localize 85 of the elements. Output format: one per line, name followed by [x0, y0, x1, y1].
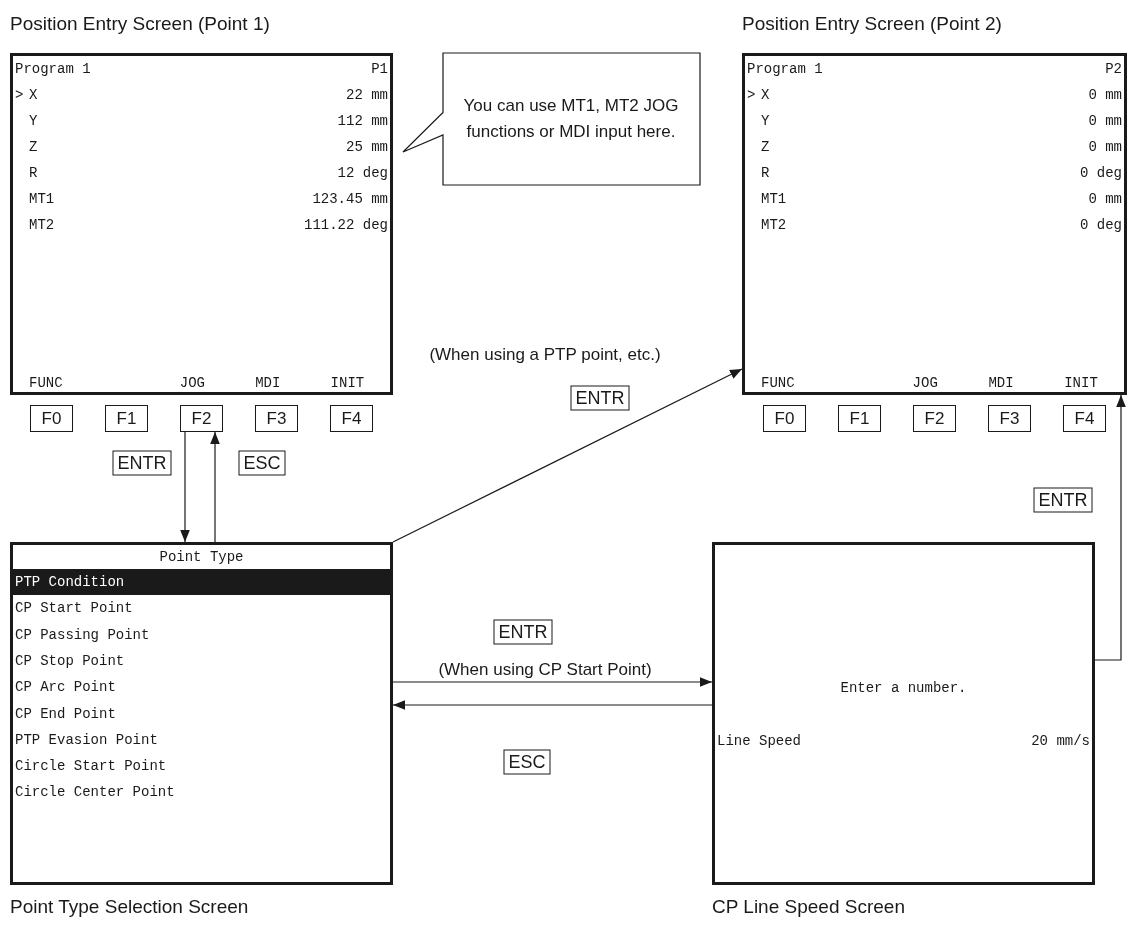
key-label: ENTR — [1033, 487, 1093, 513]
screen-text: 0 mm — [1088, 190, 1122, 208]
screen-text: 0 deg — [1080, 216, 1122, 234]
screen-text: 111.22 deg — [304, 216, 388, 234]
key-label: ENTR — [570, 385, 630, 411]
screen-text: Y — [761, 112, 770, 130]
screen-text: Y — [29, 112, 38, 130]
screen-text: MDI — [255, 374, 281, 392]
screen-text: Circle Center Point — [15, 783, 175, 802]
screen-text: CP Passing Point — [15, 625, 150, 644]
screen-text: > — [747, 86, 756, 104]
screen-text: 25 mm — [346, 138, 388, 156]
screen-text: R — [29, 164, 38, 182]
arrow — [180, 431, 190, 543]
function-key: F2 — [180, 405, 223, 432]
screen-text: 22 mm — [346, 86, 388, 104]
screen-text: Enter a number. — [840, 679, 967, 697]
screen-panel — [10, 53, 393, 395]
screen-text: Program 1 — [747, 60, 823, 78]
condition-note: (When using a PTP point, etc.) — [429, 345, 661, 365]
screen-text: CP Arc Point — [15, 678, 116, 697]
screen-text: MT1 — [761, 190, 787, 208]
screen-text: 0 mm — [1088, 86, 1122, 104]
arrow — [392, 677, 713, 687]
callout-text: You can use MT1, MT2 JOG functions or MDI input here. — [462, 95, 680, 143]
arrow — [392, 700, 713, 710]
screen-text: 20 mm/s — [1031, 732, 1090, 750]
screen-text: Program 1 — [15, 60, 91, 78]
screen-text: PTP Evasion Point — [15, 730, 158, 749]
screen-text: MT1 — [29, 190, 55, 208]
screen-panel — [10, 542, 393, 885]
screen-text: Circle Start Point — [15, 757, 167, 776]
screen-text: 0 mm — [1088, 138, 1122, 156]
screen-text: P2 — [1105, 60, 1122, 78]
arrow — [1094, 394, 1126, 661]
function-key: F3 — [255, 405, 298, 432]
screen-text: 0 deg — [1080, 164, 1122, 182]
arrow — [210, 431, 220, 543]
screen-text: 12 deg — [337, 164, 388, 182]
screen-panel — [742, 53, 1127, 395]
screen-text: Z — [761, 138, 770, 156]
key-label: ESC — [238, 450, 286, 476]
function-key: F2 — [913, 405, 956, 432]
screen-text: 123.45 mm — [312, 190, 388, 208]
screen-text: FUNC — [29, 374, 63, 392]
speech-bubble — [400, 53, 700, 185]
function-key: F0 — [763, 405, 806, 432]
screen-text: 112 mm — [337, 112, 388, 130]
screen-text: JOG — [179, 374, 205, 392]
screen-text: JOG — [912, 374, 938, 392]
screen-text: CP Start Point — [15, 599, 133, 618]
screen-text: P1 — [371, 60, 388, 78]
condition-note: (When using CP Start Point) — [438, 660, 652, 680]
screen-caption: Point Type Selection Screen — [10, 895, 249, 919]
screen-text: X — [761, 86, 770, 104]
function-key: F1 — [838, 405, 881, 432]
screen-text: CP End Point — [15, 704, 116, 723]
screen-text: FUNC — [761, 374, 795, 392]
screen-text: MDI — [988, 374, 1014, 392]
screen-text: Z — [29, 138, 38, 156]
function-key: F0 — [30, 405, 73, 432]
screen-text: 0 mm — [1088, 112, 1122, 130]
function-key: F4 — [1063, 405, 1106, 432]
screen-caption: Position Entry Screen (Point 1) — [10, 12, 270, 36]
key-label: ENTR — [112, 450, 172, 476]
screen-text: CP Stop Point — [15, 651, 125, 670]
selected-menu-item: PTP Condition — [13, 569, 390, 595]
key-label: ENTR — [493, 619, 553, 645]
key-label: ESC — [503, 749, 551, 775]
function-key: F1 — [105, 405, 148, 432]
screen-title-text: Point Type — [159, 548, 244, 566]
function-key: F3 — [988, 405, 1031, 432]
screen-text: INIT — [1064, 374, 1098, 392]
screen-text: Line Speed — [717, 732, 801, 750]
screen-text: MT2 — [29, 216, 55, 234]
screen-text: R — [761, 164, 770, 182]
arrow — [392, 368, 743, 543]
screen-text: > — [15, 86, 24, 104]
screen-caption: Position Entry Screen (Point 2) — [742, 12, 1002, 36]
screen-panel — [712, 542, 1095, 885]
screen-caption: CP Line Speed Screen — [712, 895, 905, 919]
function-key: F4 — [330, 405, 373, 432]
screen-text: INIT — [330, 374, 365, 392]
screen-text: MT2 — [761, 216, 787, 234]
screen-text: X — [29, 86, 38, 104]
